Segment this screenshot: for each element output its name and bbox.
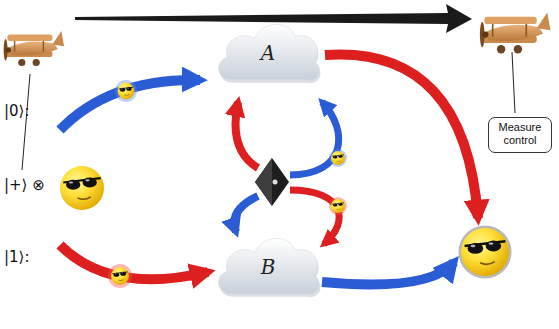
region-letter: B	[261, 257, 276, 277]
label-box: Measure control	[488, 117, 552, 153]
smiley-ball	[60, 166, 104, 210]
ball-glow	[329, 197, 347, 215]
blue-arc	[60, 80, 200, 130]
cloud-shape	[219, 238, 320, 294]
state-label: |1⟩:	[4, 249, 30, 266]
ball-glow	[329, 149, 347, 167]
smiley-ball	[111, 267, 129, 285]
cloud-region: A	[212, 16, 324, 90]
red-arc	[290, 190, 339, 244]
red-arc	[60, 245, 208, 279]
ball-glow	[108, 264, 132, 288]
smiley-ball	[461, 228, 509, 276]
ball-glow	[115, 80, 137, 102]
ball-ring	[459, 226, 512, 279]
box-label: Measure control	[495, 121, 545, 146]
toy-plane	[480, 13, 551, 54]
state-label: |+⟩ ⊗	[4, 177, 45, 194]
crystal-facet	[255, 158, 272, 206]
crystal-glint	[273, 180, 278, 185]
leader-line	[512, 52, 515, 113]
smiley-ball	[331, 151, 345, 165]
region-letter: A	[261, 43, 275, 63]
blue-arc	[322, 262, 454, 285]
smiley-ball	[331, 199, 345, 213]
smiley-ball	[118, 83, 135, 100]
toy-plane	[4, 31, 64, 66]
state-label: |0⟩:	[4, 103, 30, 120]
crystal-body	[255, 158, 289, 206]
blue-arc	[234, 196, 258, 232]
cloud-region: B	[212, 230, 324, 304]
leader-line	[22, 74, 30, 170]
red-arc	[236, 102, 259, 168]
cloud-shape	[219, 24, 320, 80]
red-arc	[325, 54, 478, 218]
crystal	[255, 158, 289, 206]
